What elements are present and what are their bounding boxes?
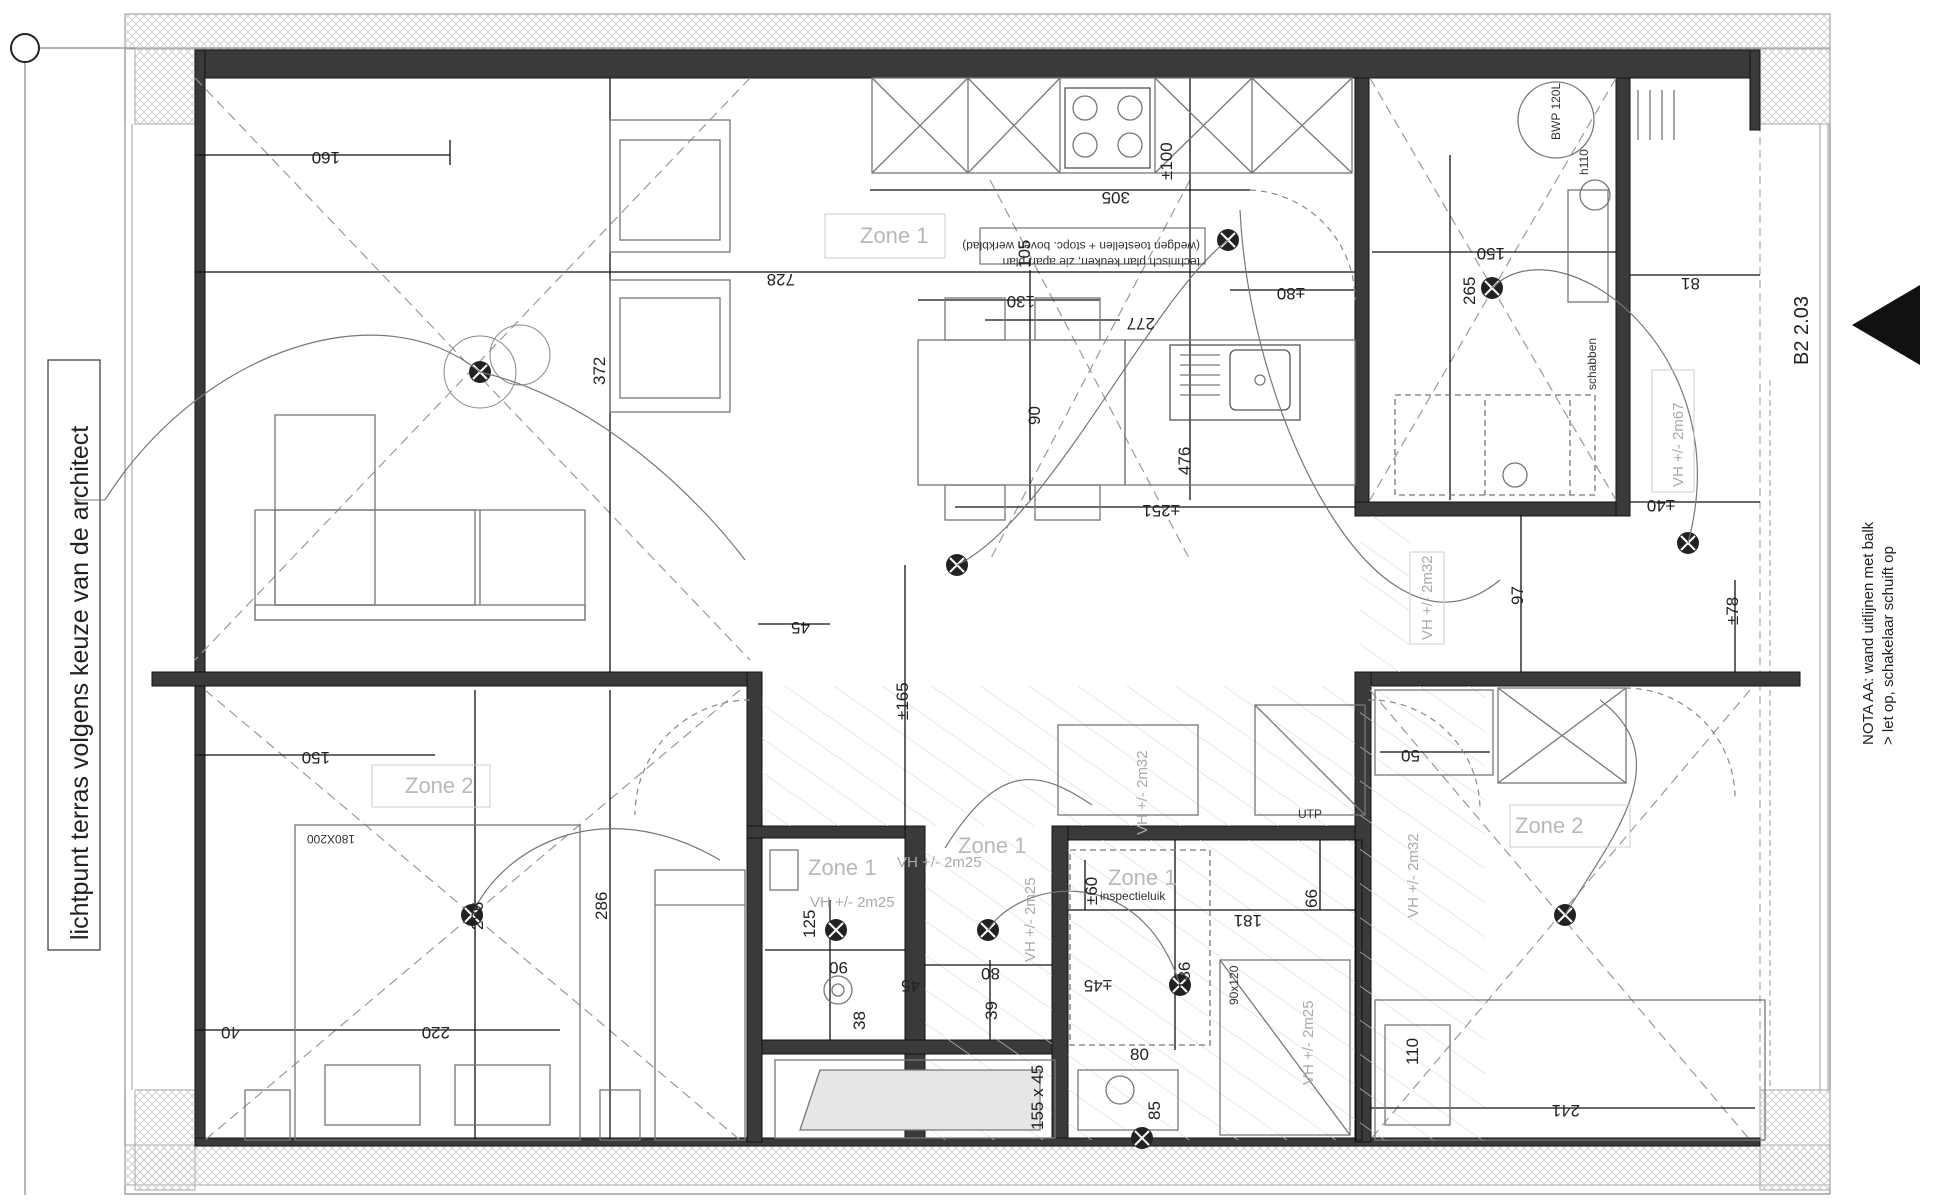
wiring [104,209,1698,986]
dimension-label: 150 [1477,244,1505,263]
dimension-label: 39 [982,1001,1001,1020]
dimension-label: ±80 [1277,284,1305,303]
dimension-label: ±45 [1084,976,1112,995]
nota-line1: NOTA AA: wand uitlijnen met balk [1860,521,1877,745]
schabben-label: schabben [1585,338,1599,390]
dimension-label: ±40 [1647,496,1675,515]
zone-bedroom-right: Zone 2 [1515,813,1584,838]
vh-label: VH +/- 2m32 [1419,555,1436,640]
inspectieluik-label: inspectieluik [1100,889,1166,903]
dimension-label: 45 [791,618,810,637]
dimension-label: 40 [221,1023,240,1042]
bathroom-fixtures [769,704,1366,1139]
dimension-label: 150 [302,748,330,767]
technical-room [1394,81,1675,496]
zone-bedroom-left: Zone 2 [405,773,474,798]
dimension-label: 728 [767,270,795,289]
vh-label: VH +/- 2m67 [1670,402,1687,487]
vh-label: VH +/- 2m25 [897,854,982,871]
dimension-label: 90 [829,958,848,977]
zone-living: Zone 1 [860,223,929,248]
dimension-lines [195,78,1760,1140]
dimension-label: 220 [422,1023,450,1042]
boiler-label: BWP 120L [1549,83,1563,140]
kitchen-note-line2: (wedgen toestellen + stopc. boven werkbl… [962,239,1200,253]
zone-bath-b: Zone 1 [958,833,1027,858]
kitchen-cabinets [871,77,1356,486]
dimension-label: 45 [901,976,920,995]
dimension-label: 265 [1460,277,1479,305]
dining-table [917,297,1126,521]
dimension-label: 90 [1025,406,1044,425]
sofa [254,414,586,621]
vh-label: VH +/- 2m32 [1405,833,1422,918]
bed-size-label: 180X200 [307,832,355,846]
dimension-label: 305 [1102,188,1130,207]
dimension-label: ±251 [1142,501,1180,520]
zone-bath-c: Zone 1 [1108,865,1177,890]
door-swings [634,189,1736,816]
vh-label: VH +/- 2m32 [1134,750,1151,835]
dimension-label: 160 [312,148,340,167]
dimension-label: 38 [850,1011,869,1030]
dimension-label: 50 [1401,746,1420,765]
dimension-label: 81 [1681,274,1700,293]
dimension-label: 286 [468,902,487,930]
bath-size-label: 155 x 45 [1028,1065,1047,1130]
grid-marker [10,33,40,63]
dimension-label: 125 [800,910,819,938]
dimension-label: 130 [1007,292,1035,311]
dimension-label: 372 [590,357,609,385]
north-arrow-icon [1852,285,1920,365]
dimension-label: ±165 [893,682,912,720]
dimension-label: 286 [592,892,611,920]
bed-left [244,824,746,1141]
vh-labels: VH +/- 2m67 VH +/- 2m32 VH +/- 2m32 VH +… [810,369,1695,1085]
dimension-label: 277 [1127,314,1155,333]
dimension-label: 80 [1130,1045,1149,1064]
terrace-note: lichtpunt terras volgens keuze van de ar… [66,426,94,940]
dimension-label: 80 [981,964,1000,983]
zone-bath-a: Zone 1 [808,855,877,880]
socket-height-label: h110 [1577,149,1591,175]
dimension-label: ±100 [1157,142,1176,180]
utp-label: UTP [1298,807,1322,821]
dimension-label: ±78 [1723,597,1742,625]
terrace-note-box [47,359,101,951]
dimension-label: 241 [1552,1101,1580,1120]
nota-line2: > let op, schakelaar schuift op [1880,546,1897,745]
kitchen-note-line1: technisch plan keuken, zie apart plan [1003,255,1200,269]
dimension-label: 105 [1015,240,1034,268]
dimension-label: 85 [1145,1101,1164,1120]
dimension-labels: 160 305 728 130 277 105 90 372 476 ±251 … [221,142,1742,1120]
dimension-label: 97 [1508,586,1527,605]
dimension-label: ±60 [1082,877,1101,905]
vh-label: VH +/- 2m25 [810,894,895,911]
dimension-label: 181 [1234,911,1262,930]
facade-hatching [124,13,1831,1191]
dimension-label: 66 [1302,889,1321,908]
vh-label: VH +/- 2m25 [1300,1000,1317,1085]
dimension-label: 186 [1175,962,1194,990]
unit-code: B2 2.03 [1791,296,1813,365]
dimension-label: 110 [1403,1038,1422,1065]
shower-size-label: 90x120 [1227,965,1241,1005]
vh-label: VH +/- 2m25 [1022,877,1039,962]
dimension-label: 476 [1175,447,1194,475]
armchairs [609,119,731,413]
